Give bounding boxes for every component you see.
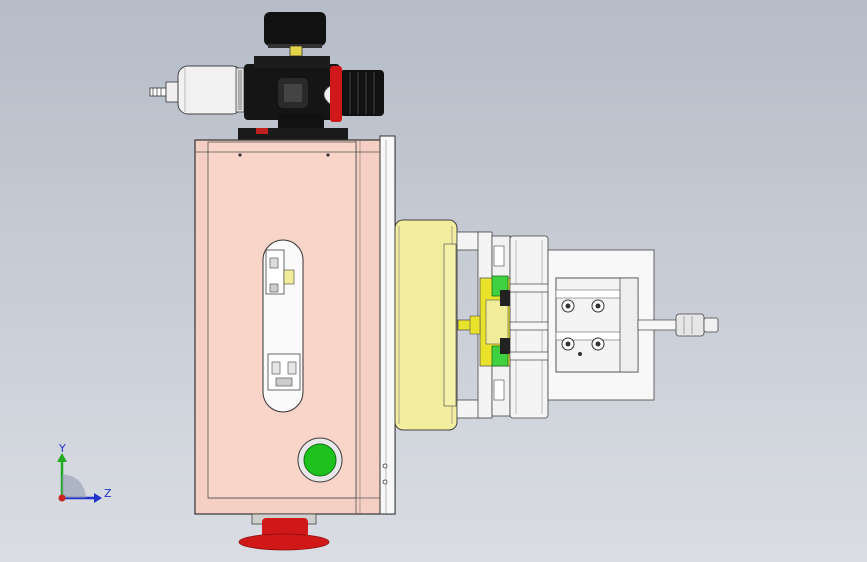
inlet-fitting: [149, 81, 179, 103]
side-frame: [379, 135, 396, 515]
z-axis-label: Z: [104, 487, 112, 500]
side-hole: [382, 479, 388, 485]
z-axis-arrow: [94, 493, 102, 503]
mounting-flange: [394, 219, 458, 431]
filter-bowl: [177, 65, 243, 115]
coordinate-triad: Y Z: [57, 442, 112, 503]
lock-ring: [330, 66, 342, 122]
triad-origin: [58, 494, 66, 502]
side-hole: [382, 463, 388, 469]
emergency-stop-cap: [238, 533, 330, 551]
emergency-stop: [238, 513, 330, 551]
gauge-stem: [289, 45, 303, 57]
filter-regulator-unit: [149, 12, 384, 140]
y-axis-label: Y: [58, 442, 66, 455]
linear-actuator-assembly: [456, 231, 719, 419]
pressure-gauge-body: [264, 12, 326, 46]
y-axis-arrow: [57, 453, 67, 462]
output-rod: [637, 319, 679, 331]
output-fitting: [675, 313, 705, 337]
main-housing: [194, 135, 396, 515]
slot-mechanism: [265, 249, 301, 391]
green-start-button: [303, 443, 337, 477]
regulator-knob: [340, 70, 384, 116]
flange-plate: [394, 219, 458, 431]
